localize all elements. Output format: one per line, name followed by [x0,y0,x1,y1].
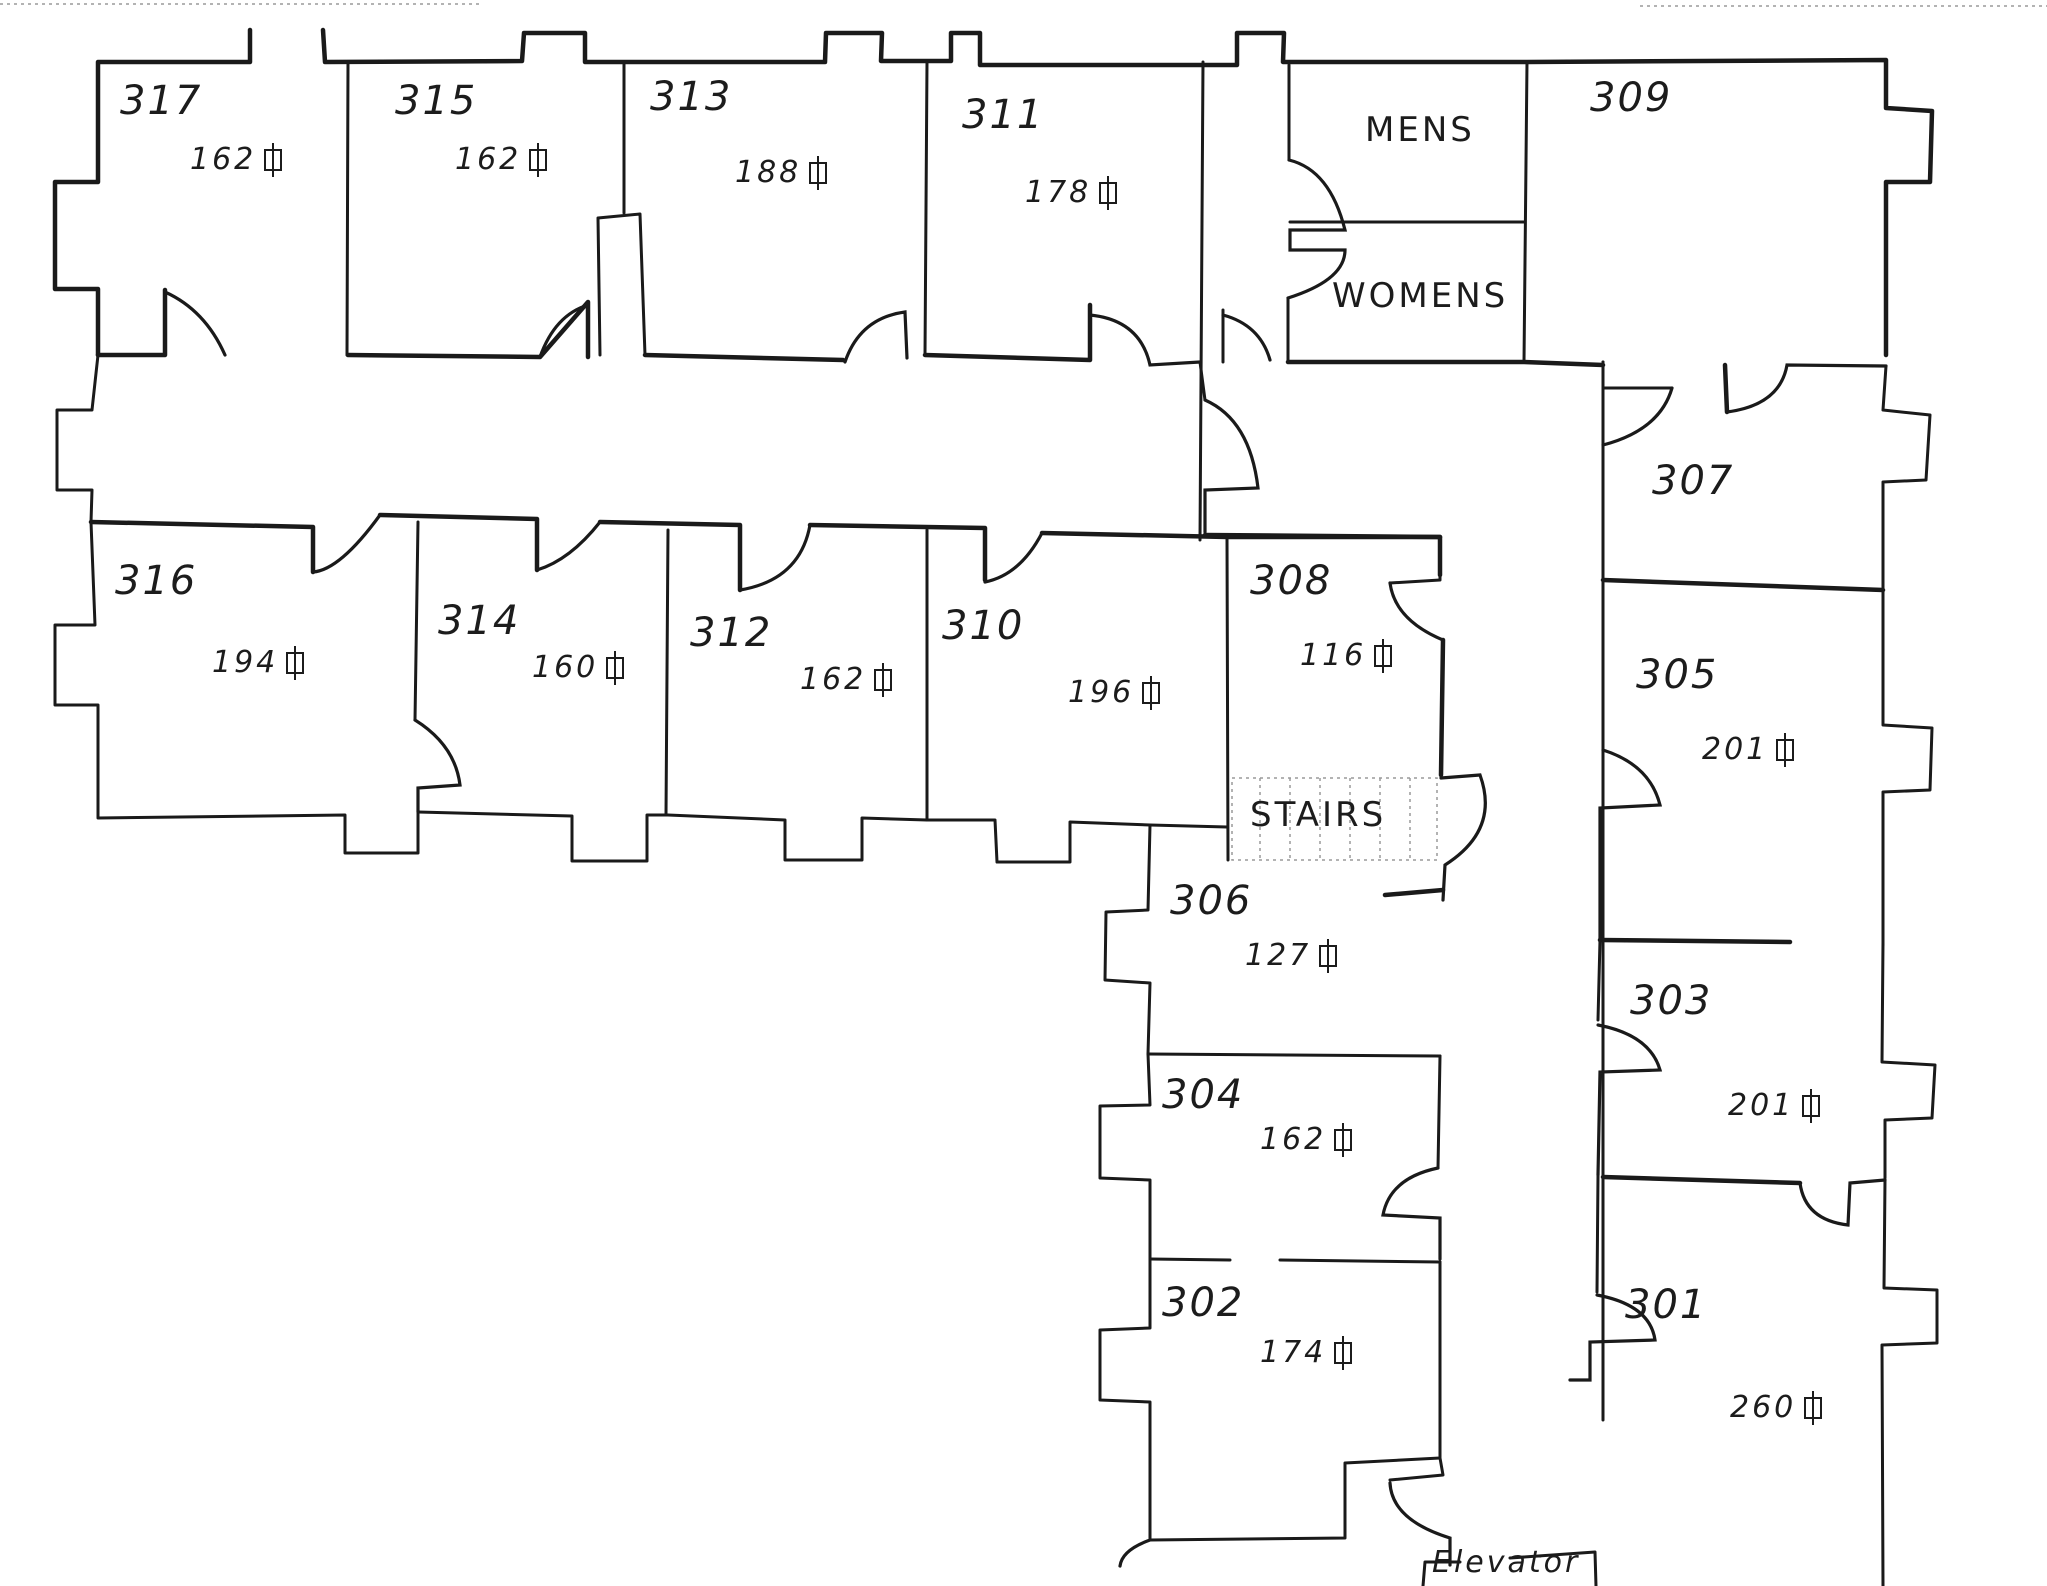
room-313-walls [642,60,929,364]
room-area: 194 [212,645,305,680]
room-number: 315 [395,78,478,124]
room-area-value: 160 [532,650,599,685]
room-area: 201 [1728,1088,1821,1123]
outer-wall-top [52,27,1935,358]
room-area: 162 [190,142,283,177]
square-feet-icon [809,161,828,184]
room-number: 317 [120,78,203,124]
room-314-walls [377,512,670,863]
room-number: 303 [1630,978,1713,1024]
room-306-walls [1103,823,1446,1058]
square-feet-icon [1142,681,1161,704]
room-number: 308 [1250,558,1333,604]
room-area: 162 [800,662,893,697]
room-area-value: 162 [1260,1122,1327,1157]
room-area: 162 [455,142,548,177]
room-number: 301 [1625,1282,1708,1328]
room-area: 116 [1300,638,1393,673]
room-number: 313 [650,74,733,120]
room-area-value: 201 [1702,732,1769,767]
room-302-walls [1098,1257,1442,1568]
room-308-walls [1039,530,1487,902]
room-number: 302 [1162,1280,1245,1326]
room-area: 162 [1260,1122,1353,1157]
room-area: 160 [532,650,625,685]
room-number: 316 [115,558,198,604]
room-area: 178 [1025,175,1118,210]
room-number: 311 [962,92,1045,138]
square-feet-icon [1776,738,1795,761]
room-number: 309 [1590,75,1673,121]
room-area-value: 116 [1300,638,1367,673]
room-number: 305 [1636,652,1719,698]
elevator-walls [1388,1456,1598,1586]
square-feet-icon [874,668,893,691]
womens-label: WOMENS [1332,276,1509,316]
room-number: 314 [438,598,521,644]
room-311-walls [922,60,1205,542]
room-305-walls [1597,588,1934,947]
stairs [1231,777,1438,861]
room-307-walls [1600,360,1932,624]
room-area-value: 162 [190,142,257,177]
room-area-value: 260 [1730,1390,1797,1425]
square-feet-icon [1334,1341,1353,1364]
room-303-walls [1596,938,1937,1186]
square-feet-icon [606,656,625,679]
room-area-value: 201 [1728,1088,1795,1123]
room-area: 201 [1702,732,1795,767]
room-316-walls [53,513,420,855]
room-number: 312 [690,610,773,656]
room-area: 188 [735,155,828,190]
room-area: 260 [1730,1390,1823,1425]
room-area-value: 174 [1260,1335,1327,1370]
square-feet-icon [1802,1094,1821,1117]
scan-artifacts [0,3,2047,7]
room-317-walls [95,60,350,358]
room-area-value: 162 [455,142,522,177]
room-312-walls [597,519,929,862]
room-area-value: 127 [1245,938,1312,973]
room-number: 310 [942,603,1025,649]
square-feet-icon [264,148,283,171]
stairs-label: STAIRS [1250,795,1387,835]
square-feet-icon [529,148,548,171]
room-number: 307 [1652,458,1735,504]
room-area-value: 194 [212,645,279,680]
room-area: 196 [1068,675,1161,710]
room-301-walls [1568,1173,1939,1586]
room-315-walls [345,60,647,360]
room-area-value: 196 [1068,675,1135,710]
room-area-value: 162 [800,662,867,697]
room-number: 306 [1170,878,1253,924]
square-feet-icon [1334,1128,1353,1151]
restroom-walls [1221,60,1606,368]
room-304-walls [1098,1052,1442,1261]
room-area-value: 188 [735,155,802,190]
room-area: 174 [1260,1335,1353,1370]
mens-label: MENS [1365,110,1475,150]
square-feet-icon [1319,944,1338,967]
room-number: 304 [1162,1072,1245,1118]
square-feet-icon [1804,1396,1823,1419]
square-feet-icon [1099,181,1118,204]
square-feet-icon [1374,644,1393,667]
room-area-value: 178 [1025,175,1092,210]
elevator-label: Elevator [1432,1545,1581,1580]
corridor-west-walls [55,353,100,524]
room-area: 127 [1245,938,1338,973]
square-feet-icon [286,651,305,674]
